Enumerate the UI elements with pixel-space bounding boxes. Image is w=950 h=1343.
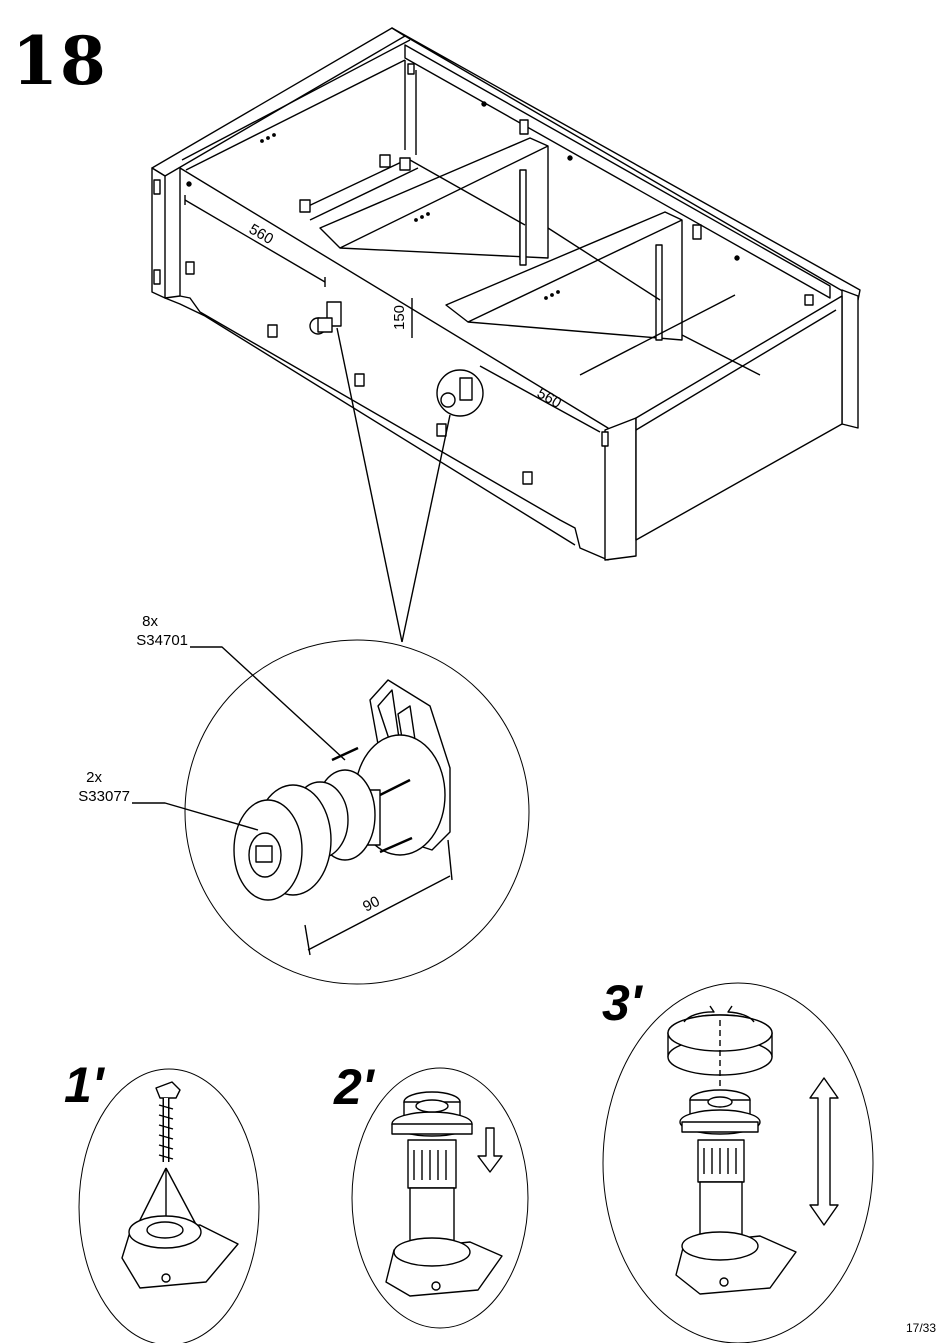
part-label-foot: 2x S33077 xyxy=(42,768,130,806)
substep-1-drawing xyxy=(79,1069,259,1343)
dimension-150: 150 xyxy=(391,305,408,330)
part-code: S33077 xyxy=(42,787,130,806)
foot-detail-drawing xyxy=(132,640,529,984)
substep-label-1: 1' xyxy=(64,1060,104,1110)
part-label-screw: 8x S34701 xyxy=(100,612,188,650)
cabinet-drawing xyxy=(152,28,860,642)
part-quantity: 2x xyxy=(42,768,130,787)
page-number: 17/33 xyxy=(906,1321,936,1335)
part-quantity: 8x xyxy=(100,612,188,631)
part-code: S34701 xyxy=(100,631,188,650)
substep-label-3: 3' xyxy=(602,978,642,1028)
substep-label-2: 2' xyxy=(334,1062,374,1112)
substep-2-drawing xyxy=(352,1068,528,1328)
substep-3-drawing xyxy=(603,983,873,1343)
